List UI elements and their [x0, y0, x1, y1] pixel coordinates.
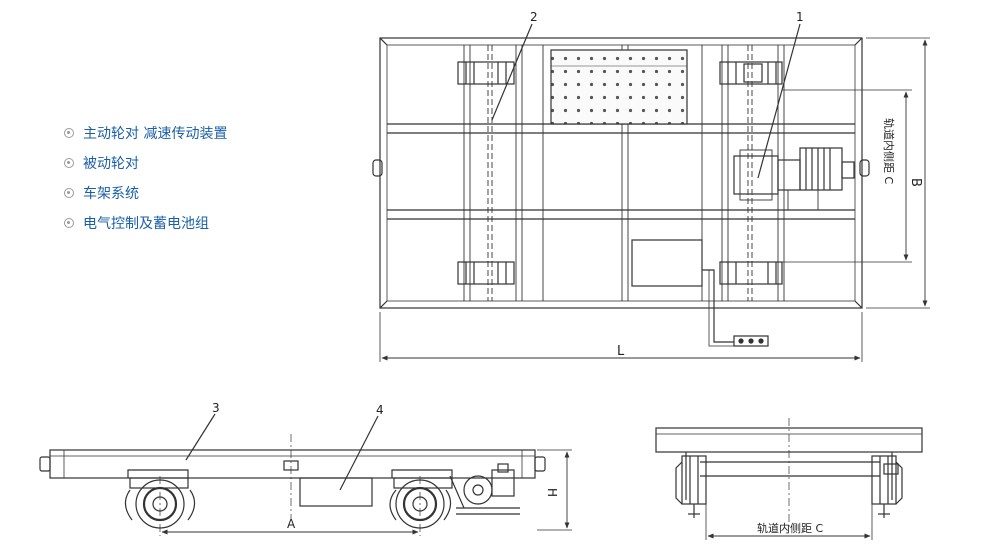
leader-line-2	[491, 23, 533, 121]
side-lug-right	[859, 159, 870, 177]
part-number-3: 3	[212, 401, 220, 415]
end-wheel-right	[871, 455, 903, 518]
leader-line-1	[757, 23, 801, 179]
part-number-1: 1	[796, 10, 804, 24]
legend-item-driven-wheelset: 被动轮对	[64, 148, 227, 178]
circle-bullet-icon	[64, 218, 74, 228]
end-view: 轨道内侧距 C	[655, 418, 923, 540]
legend-item-label: 被动轮对	[83, 156, 139, 172]
bumper-left	[39, 456, 51, 472]
dimension-label-C-vertical: 轨道内侧距 C	[882, 118, 896, 184]
side-wheel-right	[389, 469, 453, 529]
circle-bullet-icon	[64, 128, 74, 138]
dimension-label-B: B	[908, 178, 923, 187]
legend-item-driving-wheelset: 主动轮对 减速传动装置	[64, 118, 227, 148]
leader-line-4	[339, 415, 379, 491]
battery-box	[299, 477, 373, 507]
leader-line-3	[185, 413, 216, 461]
side-view: A H 3 4	[39, 401, 572, 536]
legend-item-frame-system: 车架系统	[64, 178, 227, 208]
bumper-right	[534, 456, 546, 472]
component-legend: 主动轮对 减速传动装置 被动轮对 车架系统 电气控制及蓄电池组	[64, 118, 227, 238]
frame-outline	[379, 37, 863, 309]
gear-reducer-motor-plan	[733, 147, 855, 211]
side-frame	[49, 449, 536, 479]
circle-bullet-icon	[64, 158, 74, 168]
dimension-label-L: L	[617, 344, 625, 359]
legend-item-label: 车架系统	[83, 186, 139, 202]
dimension-label-A: A	[287, 517, 296, 531]
side-drive-unit	[449, 463, 520, 515]
control-box	[631, 239, 703, 287]
control-cable	[702, 269, 734, 343]
end-wheel-left	[675, 455, 707, 518]
legend-item-electrical-battery: 电气控制及蓄电池组	[64, 208, 227, 238]
wheel-blocks-plan	[457, 61, 783, 285]
side-lug-left	[372, 159, 383, 177]
legend-item-label: 主动轮对 减速传动装置	[83, 126, 228, 142]
circle-bullet-icon	[64, 188, 74, 198]
dimension-label-C-horizontal: 轨道内侧距 C	[757, 521, 823, 535]
terminal-block	[733, 335, 769, 347]
legend-item-label: 电气控制及蓄电池组	[83, 216, 209, 232]
perforated-plate	[550, 49, 688, 125]
part-number-4: 4	[376, 403, 384, 417]
frame-inner-outline	[386, 44, 856, 302]
plan-view: 2 1 L B 轨道内侧距 C	[372, 10, 930, 362]
part-number-2: 2	[530, 10, 538, 24]
cross-beams	[387, 123, 855, 220]
dimension-label-H: H	[545, 488, 559, 497]
